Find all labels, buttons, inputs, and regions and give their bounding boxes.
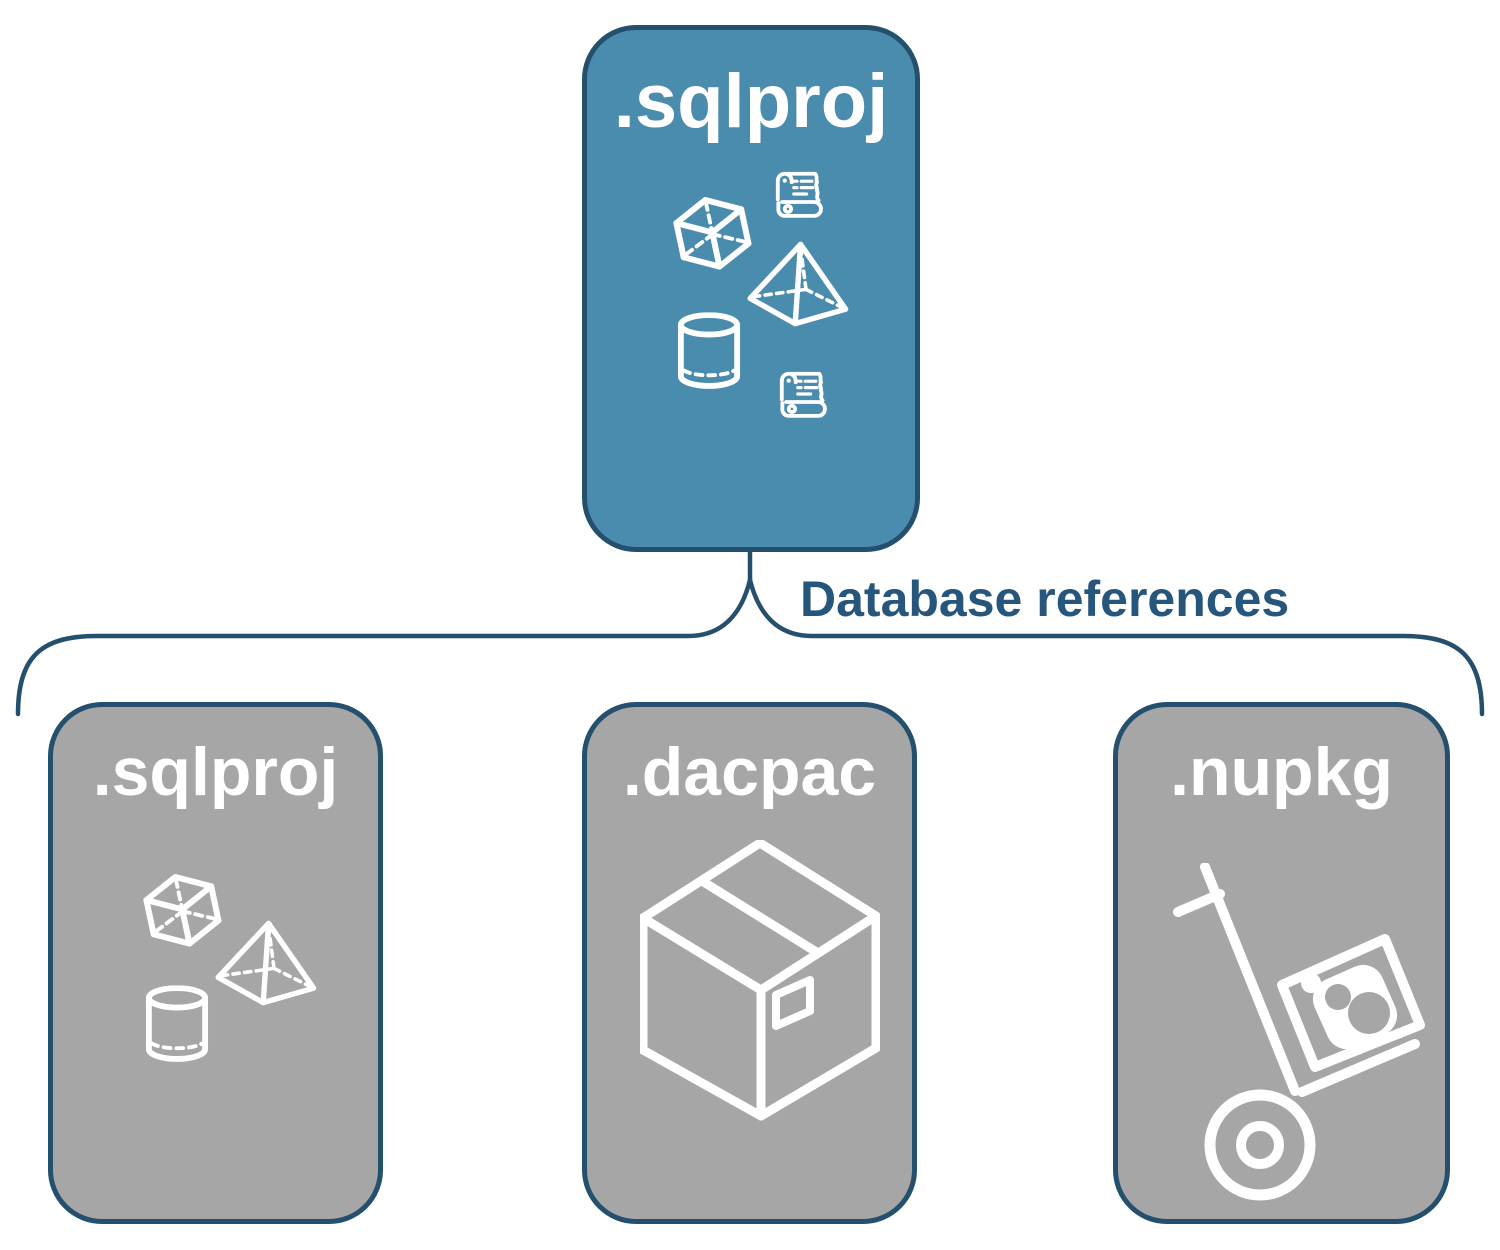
sql-script-scroll-icon xyxy=(769,366,833,422)
pyramid-icon xyxy=(743,236,851,332)
root-node-sqlproj: .sqlproj xyxy=(582,25,920,552)
sql-script-scroll-icon xyxy=(765,166,829,222)
child-node-title: .sqlproj xyxy=(92,734,339,810)
child-node-dacpac: .dacpac xyxy=(582,702,917,1224)
connector-label: Database references xyxy=(800,571,1290,627)
root-node-title: .sqlproj xyxy=(613,59,889,144)
child-node-sqlproj: .sqlproj xyxy=(48,702,383,1224)
pyramid-icon xyxy=(211,915,319,1011)
child-node-title: .nupkg xyxy=(1170,734,1393,810)
package-box-icon xyxy=(640,840,880,1122)
child-node-nupkg: .nupkg xyxy=(1113,702,1450,1224)
cylinder-icon xyxy=(677,312,741,392)
cylinder-icon xyxy=(145,985,209,1065)
hand-truck-nuget-package-icon xyxy=(1168,863,1448,1205)
brace-left-arm xyxy=(15,577,753,717)
child-node-title: .dacpac xyxy=(622,734,877,810)
